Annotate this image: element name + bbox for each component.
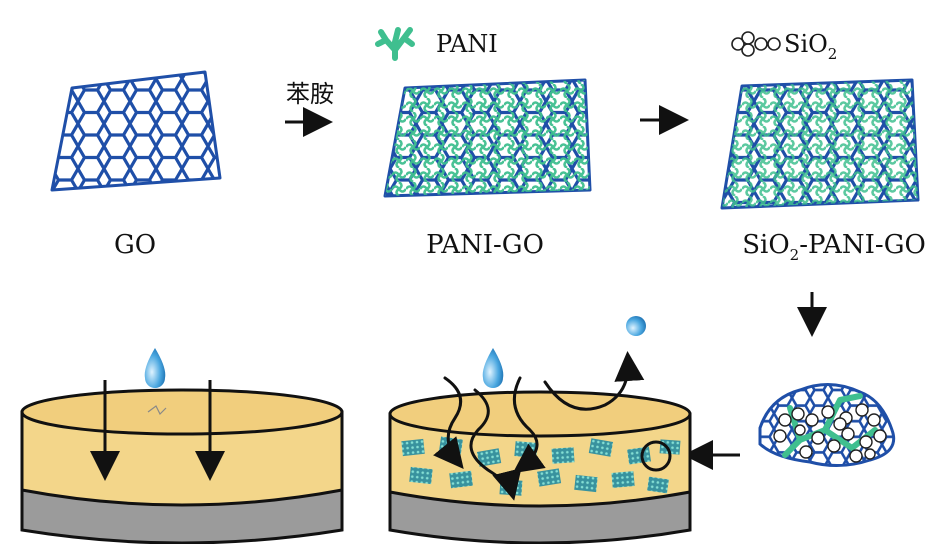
sio2-pani-go-sheet — [720, 78, 920, 210]
go-label: GO — [114, 230, 156, 260]
pani-legend-icon — [375, 27, 415, 61]
plain-coating-dish — [20, 388, 344, 544]
sio2-pani-go-label: SiO2-PANI-GO — [742, 230, 926, 264]
sio2-legend-label: SiO2 — [784, 30, 837, 63]
go-sheet — [50, 70, 222, 192]
pani-go-sheet — [383, 78, 592, 198]
pani-go-label: PANI-GO — [426, 230, 544, 260]
pani-legend-label: PANI — [436, 30, 498, 58]
composite-coating-dish — [388, 390, 692, 544]
sio2-legend-icon — [731, 31, 781, 57]
tortuous-diffusion-paths — [433, 351, 645, 501]
particle-highlight-circle — [640, 440, 672, 472]
water-droplet-left — [144, 348, 166, 388]
water-droplet-right — [482, 348, 504, 388]
composite-particle — [758, 383, 896, 467]
aniline-step-label: 苯胺 — [286, 80, 334, 108]
repelled-droplet — [626, 316, 646, 336]
